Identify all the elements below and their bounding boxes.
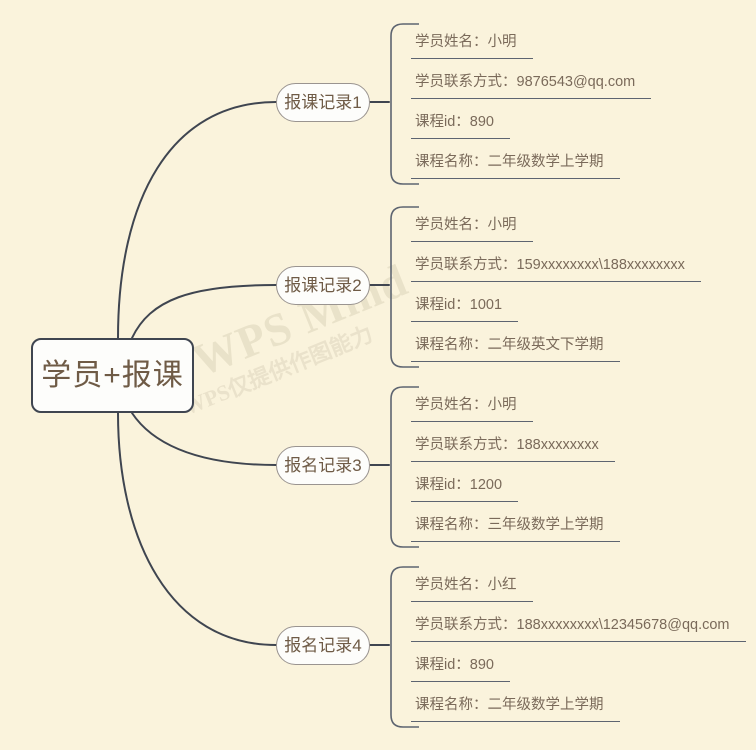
leaf-item[interactable]: 课程id：1001 — [407, 285, 518, 325]
leaf-text: 学员联系方式：159xxxxxxxx\188xxxxxxxx — [415, 256, 685, 273]
leaf-item[interactable]: 课程名称：三年级数学上学期 — [407, 505, 620, 545]
leaf-item[interactable]: 学员姓名：小明 — [407, 385, 533, 425]
leaf-item[interactable]: 学员姓名：小红 — [407, 565, 533, 605]
leaf-text: 课程id：890 — [415, 113, 494, 130]
leaf-item[interactable]: 课程id：890 — [407, 102, 510, 142]
leaf-text: 学员姓名：小明 — [415, 216, 517, 233]
branch-node-label: 报名记录3 — [284, 455, 362, 475]
leaf-text: 课程id：890 — [415, 656, 494, 673]
leaf-text: 学员姓名：小明 — [415, 396, 517, 413]
leaf-underline — [411, 540, 620, 542]
leaf-text: 课程id：1200 — [415, 476, 503, 493]
root-node-label: 学员+报课 — [41, 358, 184, 392]
connector-to-branch-3 — [131, 412, 277, 466]
branch-node-label: 报课记录1 — [284, 92, 362, 112]
leaf-text: 课程名称：三年级数学上学期 — [415, 516, 604, 533]
branch-node-2[interactable]: 报课记录2 — [276, 265, 370, 305]
leaf-bracket — [390, 566, 419, 728]
leaf-text: 学员联系方式：188xxxxxxxx — [415, 436, 599, 453]
leaf-underline — [411, 97, 651, 99]
leaf-text: 课程id：1001 — [415, 296, 503, 313]
leaf-item[interactable]: 课程名称：二年级英文下学期 — [407, 325, 620, 365]
leaf-underline — [411, 600, 533, 602]
connector-to-branch-2 — [131, 284, 277, 339]
leaf-item[interactable]: 学员联系方式：188xxxxxxxx — [407, 425, 615, 465]
leaf-item[interactable]: 课程名称：二年级数学上学期 — [407, 142, 620, 182]
watermark-secondary-text: WPS仅提供作图能力 — [179, 321, 377, 420]
leaf-item[interactable]: 课程id：890 — [407, 645, 510, 685]
leaf-item[interactable]: 课程id：1200 — [407, 465, 518, 505]
leaf-text: 学员联系方式：9876543@qq.com — [415, 73, 636, 90]
connector-to-branch-4 — [117, 412, 277, 646]
leaf-underline — [411, 460, 615, 462]
leaf-underline — [411, 177, 620, 179]
leaf-underline — [411, 280, 701, 282]
leaf-underline — [411, 420, 533, 422]
leaf-underline — [411, 640, 746, 642]
leaf-item[interactable]: 学员联系方式：159xxxxxxxx\188xxxxxxxx — [407, 245, 701, 285]
leaf-item[interactable]: 学员姓名：小明 — [407, 205, 533, 245]
branch-node-label: 报名记录4 — [284, 635, 362, 655]
leaf-text: 课程名称：二年级数学上学期 — [415, 696, 604, 713]
leaf-underline — [411, 57, 533, 59]
leaf-text: 学员姓名：小明 — [415, 33, 517, 50]
leaf-item[interactable]: 学员联系方式：9876543@qq.com — [407, 62, 651, 102]
leaf-item[interactable]: 学员姓名：小明 — [407, 22, 533, 62]
leaf-underline — [411, 500, 518, 502]
leaf-text: 课程名称：二年级数学上学期 — [415, 153, 604, 170]
root-node[interactable]: 学员+报课 — [31, 338, 194, 413]
leaf-underline — [411, 240, 533, 242]
leaf-item[interactable]: 学员联系方式：188xxxxxxxx\12345678@qq.com — [407, 605, 746, 645]
leaf-text: 学员联系方式：188xxxxxxxx\12345678@qq.com — [415, 616, 730, 633]
branch-node-3[interactable]: 报名记录3 — [276, 445, 370, 485]
leaf-text: 课程名称：二年级英文下学期 — [415, 336, 604, 353]
leaf-bracket — [390, 386, 419, 548]
leaf-bracket — [390, 23, 419, 185]
leaf-underline — [411, 720, 620, 722]
connector-to-branch-1 — [117, 101, 277, 339]
leaf-underline — [411, 680, 510, 682]
leaf-underline — [411, 320, 518, 322]
leaf-underline — [411, 137, 510, 139]
leaf-item[interactable]: 课程名称：二年级数学上学期 — [407, 685, 620, 725]
branch-node-label: 报课记录2 — [284, 275, 362, 295]
leaf-bracket — [390, 206, 419, 368]
leaf-underline — [411, 360, 620, 362]
branch-node-4[interactable]: 报名记录4 — [276, 625, 370, 665]
leaf-text: 学员姓名：小红 — [415, 576, 517, 593]
branch-node-1[interactable]: 报课记录1 — [276, 82, 370, 122]
